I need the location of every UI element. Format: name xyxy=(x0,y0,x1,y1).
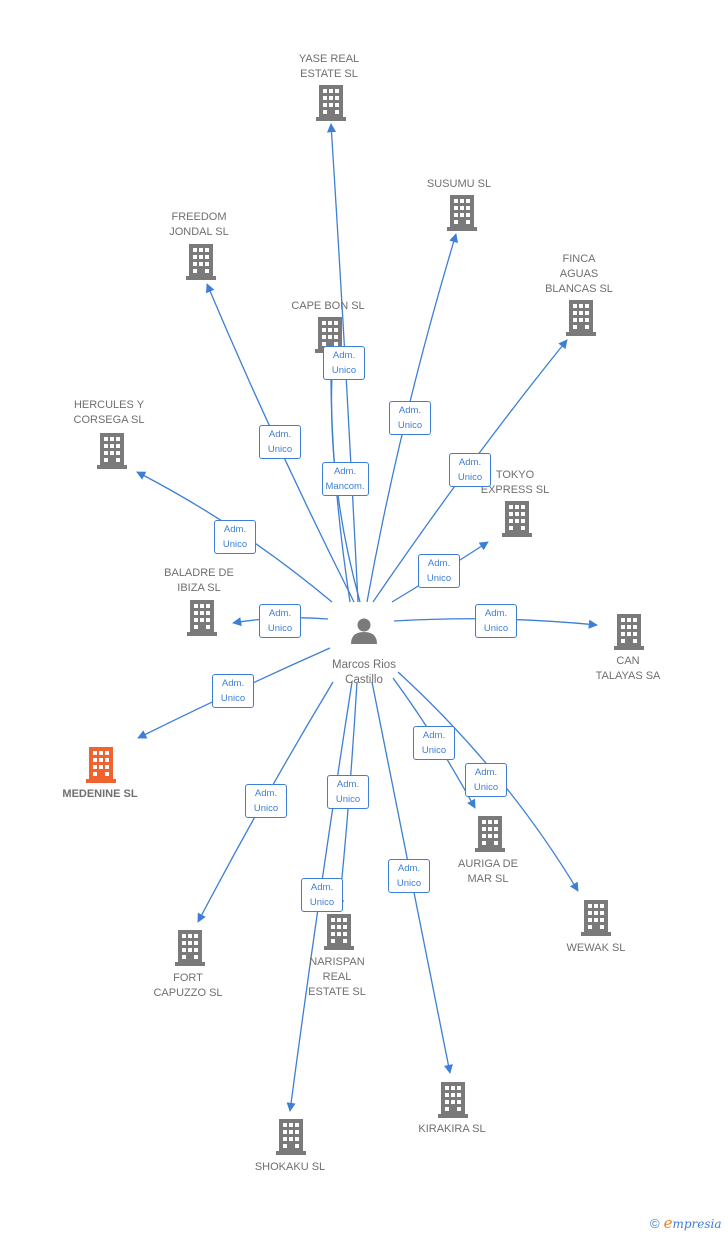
role-label-wewak: Adm. Unico xyxy=(465,763,507,797)
company-name-susumu[interactable]: SUSUMU SL xyxy=(426,178,492,190)
role-label-shokaku: Adm. Unico xyxy=(301,878,343,912)
company-name-medenine[interactable]: MEDENINE SL xyxy=(62,788,138,800)
role-label-yase-mancom: Adm. Mancom. xyxy=(321,462,369,496)
company-name-fort[interactable]: FORT CAPUZZO SL xyxy=(153,972,223,999)
company-building-icon[interactable] xyxy=(475,816,505,852)
company-building-icon[interactable] xyxy=(186,244,216,280)
person-icon[interactable] xyxy=(351,618,377,645)
role-label-baladre: Adm. Unico xyxy=(259,604,301,638)
copyright-icon: © xyxy=(650,1216,660,1231)
company-building-icon[interactable] xyxy=(502,501,532,537)
company-name-baladre[interactable]: BALADRE DE IBIZA SL xyxy=(164,567,234,594)
empresia-logo: ©empresia xyxy=(650,1214,722,1232)
role-label-freedom: Adm. Unico xyxy=(259,425,301,459)
company-name-tokyo[interactable]: TOKYO EXPRESS SL xyxy=(480,469,550,496)
company-name-finca[interactable]: FINCA AGUAS BLANCAS SL xyxy=(545,253,613,295)
role-label-yase: Adm. Unico xyxy=(323,346,365,380)
company-building-icon[interactable] xyxy=(276,1119,306,1155)
company-name-freedom[interactable]: FREEDOM JONDAL SL xyxy=(169,211,229,238)
company-building-icon[interactable] xyxy=(86,747,116,783)
company-name-narispan[interactable]: NARISPAN REAL ESTATE SL xyxy=(308,956,366,998)
role-label-auriga: Adm. Unico xyxy=(413,726,455,760)
company-name-shokaku[interactable]: SHOKAKU SL xyxy=(254,1161,326,1173)
company-building-icon[interactable] xyxy=(438,1082,468,1118)
person-name[interactable]: Marcos Rios Castillo xyxy=(332,659,396,686)
company-building-icon[interactable] xyxy=(175,930,205,966)
company-building-icon[interactable] xyxy=(581,900,611,936)
company-name-capebon[interactable]: CAPE BON SL xyxy=(291,300,365,312)
company-name-hercules[interactable]: HERCULES Y CORSEGA SL xyxy=(73,399,145,426)
company-building-icon[interactable] xyxy=(447,195,477,231)
company-building-icon[interactable] xyxy=(187,600,217,636)
company-name-can[interactable]: CAN TALAYAS SA xyxy=(595,655,661,682)
role-label-fort: Adm. Unico xyxy=(245,784,287,818)
company-name-kirakira[interactable]: KIRAKIRA SL xyxy=(418,1123,486,1135)
role-label-hercules: Adm. Unico xyxy=(214,520,256,554)
company-building-icon[interactable] xyxy=(614,614,644,650)
company-building-icon[interactable] xyxy=(316,85,346,121)
company-name-yase[interactable]: YASE REAL ESTATE SL xyxy=(298,53,360,80)
company-building-icon[interactable] xyxy=(324,914,354,950)
company-building-icon[interactable] xyxy=(97,433,127,469)
role-label-tokyo: Adm. Unico xyxy=(418,554,460,588)
role-label-narispan: Adm. Unico xyxy=(327,775,369,809)
company-name-auriga[interactable]: AURIGA DE MAR SL xyxy=(458,858,518,885)
company-building-icon[interactable] xyxy=(566,300,596,336)
role-label-kirakira: Adm. Unico xyxy=(388,859,430,893)
role-label-finca: Adm. Unico xyxy=(449,453,491,487)
company-name-wewak[interactable]: WEWAK SL xyxy=(566,942,626,954)
role-label-susumu: Adm. Unico xyxy=(389,401,431,435)
role-label-medenine: Adm. Unico xyxy=(212,674,254,708)
role-label-can: Adm. Unico xyxy=(475,604,517,638)
